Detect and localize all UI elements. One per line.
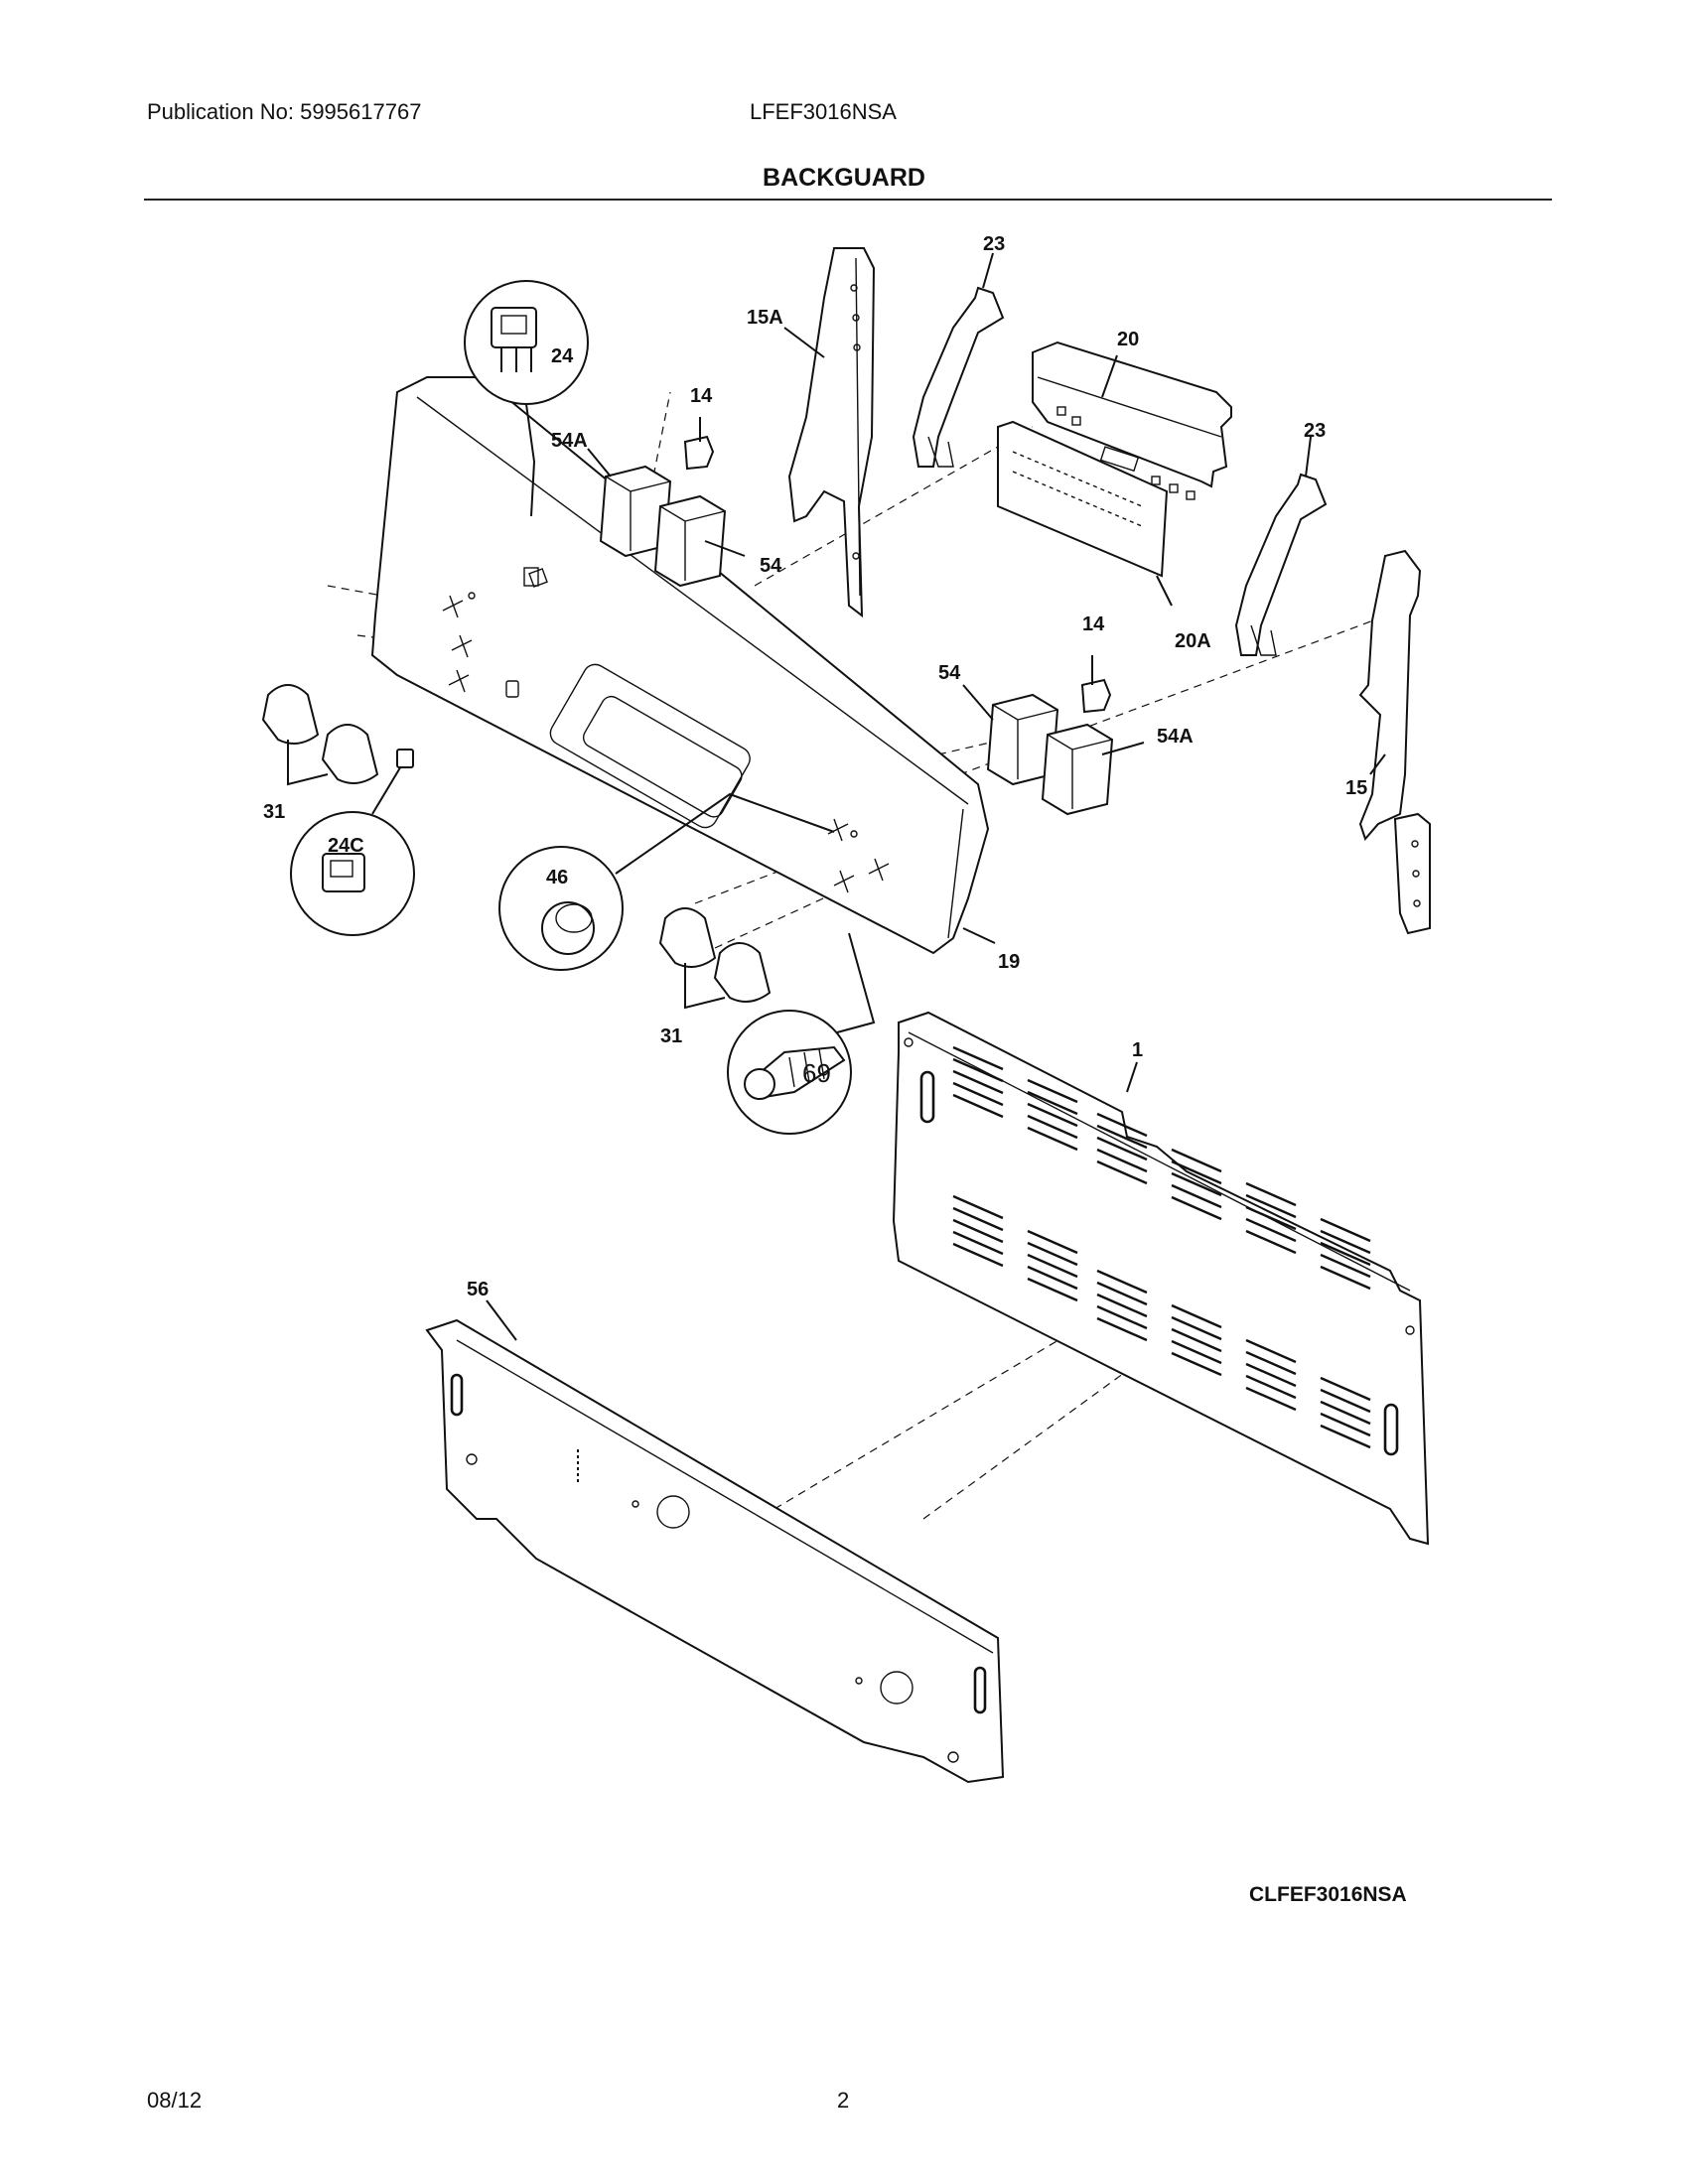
- part-31-knobs-left: [261, 684, 379, 786]
- callout-56: 56: [467, 1279, 489, 1300]
- detail-circle-24c: [290, 749, 415, 936]
- part-15a-left-bracket: [787, 247, 876, 618]
- part-31-knobs-right: [658, 907, 772, 1010]
- callout-15: 15: [1345, 777, 1367, 799]
- part-15-right-bracket: [1358, 549, 1431, 935]
- callout-20: 20: [1117, 329, 1139, 350]
- part-14-upper-indicator: [683, 435, 715, 471]
- part-54-upper-control: [653, 494, 727, 588]
- part-54a-mid-control: [1041, 723, 1114, 816]
- part-54-mid-control: [986, 693, 1059, 786]
- callout-54a-upper: 54A: [551, 430, 588, 452]
- callout-69: 69: [802, 1058, 831, 1088]
- page-title: BACKGUARD: [763, 164, 925, 192]
- publication-date: 08/12: [147, 2088, 203, 2113]
- part-14-mid-indicator: [1080, 678, 1112, 714]
- callout-14-upper: 14: [690, 385, 713, 407]
- leader-lines: [486, 252, 1386, 1341]
- detail-circle-24: [464, 280, 589, 517]
- part-20a-overlay: [997, 420, 1169, 578]
- callout-54a-mid: 54A: [1157, 726, 1194, 748]
- part-20-control-board: [1032, 341, 1232, 500]
- callout-20a: 20A: [1175, 630, 1211, 652]
- callout-54-upper: 54: [760, 555, 782, 577]
- callout-14-mid: 14: [1082, 614, 1105, 635]
- drawing-code: CLFEF3016NSA: [1249, 1883, 1407, 1906]
- detail-circle-46: [498, 792, 835, 971]
- part-19-console-panel: [370, 376, 990, 955]
- vent-slots: [952, 1045, 1371, 1449]
- detail-circle-69: [727, 932, 876, 1135]
- title-divider: [144, 199, 1552, 201]
- callout-1: 1: [1132, 1039, 1143, 1061]
- callout-15a: 15A: [747, 307, 783, 329]
- callout-19: 19: [998, 951, 1020, 973]
- callout-31-left: 31: [263, 801, 285, 823]
- callout-labels: 23 20 23 20A 15A 15 24 24C 14 14 54A 54 …: [263, 233, 1367, 1300]
- model-number: LFEF3016NSA: [750, 99, 897, 124]
- callout-23-upper: 23: [983, 233, 1005, 255]
- part-23-end-cap-lower: [1234, 473, 1328, 656]
- part-56-lower-panel: [425, 1318, 1005, 1784]
- callout-24c: 24C: [328, 835, 364, 857]
- callout-54-mid: 54: [938, 662, 961, 684]
- part-1-vented-panel: [892, 1011, 1430, 1546]
- part-23-end-cap-upper: [912, 286, 1005, 468]
- callout-31-right: 31: [660, 1025, 682, 1047]
- callout-23-lower: 23: [1304, 420, 1326, 442]
- publication-number: Publication No: 5995617767: [147, 99, 422, 124]
- page-number: 2: [837, 2088, 850, 2113]
- callout-46: 46: [546, 867, 568, 888]
- callout-24: 24: [551, 345, 574, 367]
